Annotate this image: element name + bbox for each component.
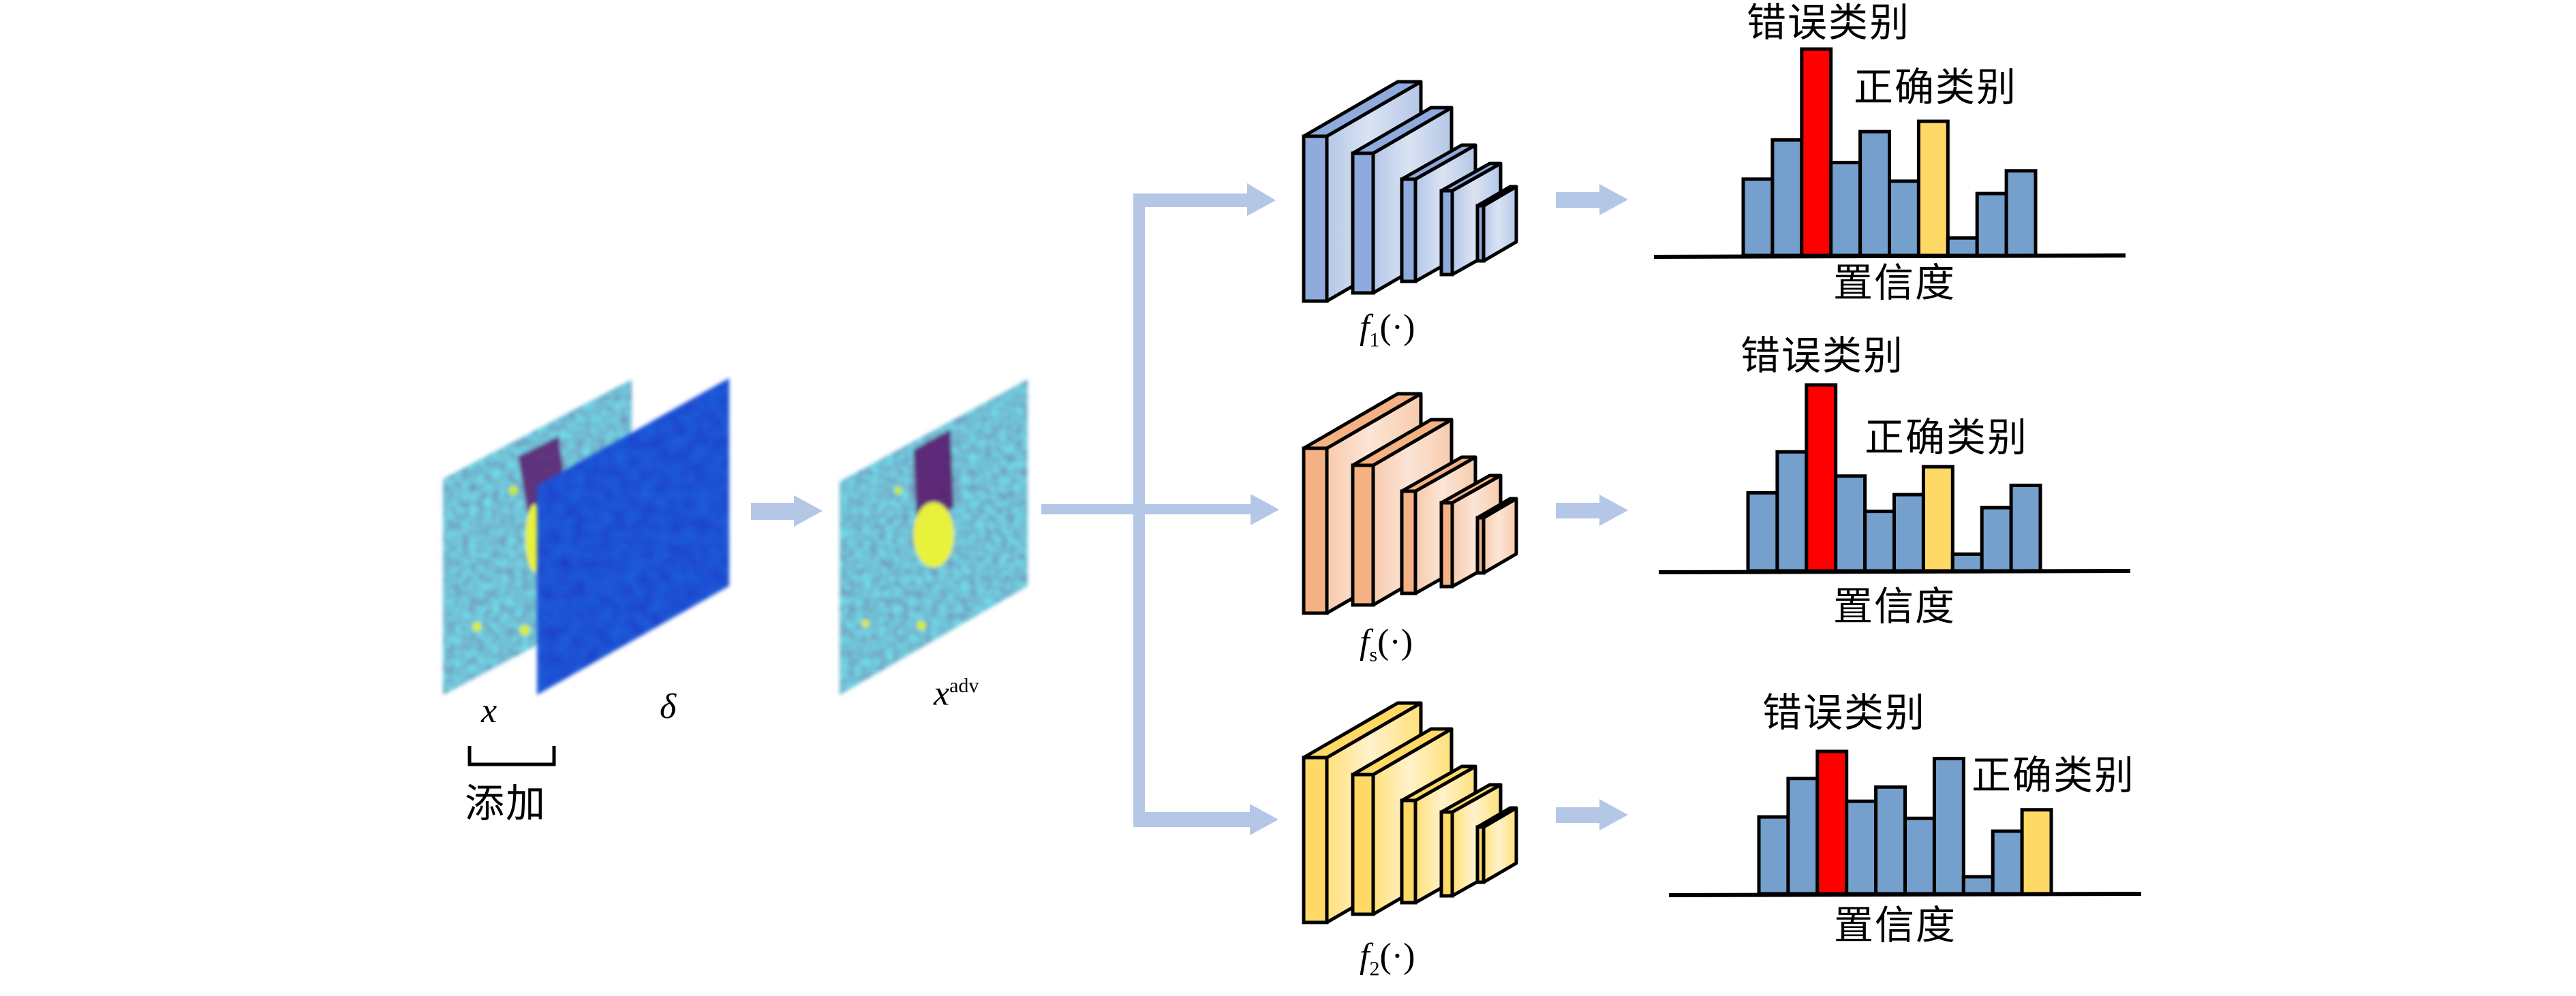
arrow-to-fs	[1145, 494, 1279, 525]
bar	[1757, 815, 1790, 896]
confidence-chart-2	[1658, 383, 2131, 574]
add-bracket	[467, 746, 556, 766]
label-model-f2: f2(·)	[1360, 937, 1415, 980]
bar	[1950, 552, 1984, 573]
bar	[1961, 875, 1995, 896]
adversarial-image	[840, 379, 1028, 695]
bar	[1991, 829, 2024, 896]
chart-baseline	[1653, 253, 2126, 259]
chart2-xlabel: 置信度	[1833, 583, 1957, 629]
bar	[1888, 179, 1920, 258]
chart1-correct-class-label: 正确类别	[1854, 64, 2018, 110]
chart1-xlabel: 置信度	[1833, 260, 1957, 306]
bar	[1892, 493, 1925, 573]
label-clean-image: x	[481, 691, 497, 730]
layer-block	[1475, 806, 1518, 884]
bar-wrong-class	[1800, 47, 1833, 258]
bar	[1834, 474, 1867, 573]
chart-baseline	[1668, 892, 2142, 897]
confidence-chart-1	[1653, 47, 2126, 259]
chart2-wrong-class-label: 错误类别	[1741, 332, 1905, 379]
layer-block	[1475, 497, 1518, 575]
label-perturbation: δ	[660, 687, 677, 726]
bar	[1775, 450, 1809, 573]
bar	[1858, 129, 1892, 258]
label-adversarial-sup: adv	[949, 674, 979, 697]
bar-correct-class	[1916, 119, 1950, 258]
label-model-fs: fs(·)	[1360, 623, 1413, 666]
bar	[1863, 510, 1897, 573]
bar-correct-class	[2020, 808, 2053, 896]
bar	[2009, 483, 2042, 573]
bar-correct-class	[1921, 465, 1954, 573]
label-adversarial-base: x	[934, 674, 950, 713]
bar	[1845, 799, 1878, 896]
layer-block	[1475, 185, 1518, 263]
bar	[1975, 191, 2008, 258]
model-stack-f2	[1302, 701, 1518, 924]
arrow-f1-to-chart	[1556, 184, 1628, 215]
bar	[1980, 505, 2013, 573]
model-stack-fs	[1302, 392, 1518, 615]
arrow-to-f1	[1133, 183, 1276, 216]
arrow-fs-to-chart	[1556, 495, 1628, 526]
arrow-to-f2	[1133, 804, 1278, 835]
chart2-correct-class-label: 正确类别	[1865, 414, 2029, 461]
bar	[1770, 138, 1804, 258]
bar-wrong-class	[1815, 749, 1849, 896]
bar	[1786, 777, 1820, 896]
label-add: 添加	[465, 780, 547, 826]
bar	[1874, 785, 1907, 896]
bar	[1829, 161, 1862, 258]
bar	[1946, 236, 1979, 258]
chart3-xlabel: 置信度	[1834, 902, 1957, 948]
bar	[1932, 756, 1965, 896]
model-stack-f1	[1302, 80, 1518, 303]
label-model-f1: f1(·)	[1360, 308, 1415, 352]
bar	[1741, 177, 1775, 258]
chart1-wrong-class-label: 错误类别	[1747, 0, 1911, 46]
chart3-wrong-class-label: 错误类别	[1762, 689, 1927, 736]
chart-baseline	[1658, 569, 2131, 574]
chart3-correct-class-label: 正确类别	[1972, 752, 2136, 798]
bar	[1903, 816, 1936, 896]
arrow-f2-to-chart	[1556, 799, 1628, 830]
bar-wrong-class	[1805, 383, 1838, 573]
bar	[1746, 491, 1779, 573]
branch-connector	[1041, 183, 1279, 835]
bar	[2004, 169, 2038, 258]
arrow-to-adversarial	[751, 495, 823, 527]
label-adversarial: xadv	[934, 676, 979, 711]
confidence-chart-3	[1668, 749, 2142, 897]
